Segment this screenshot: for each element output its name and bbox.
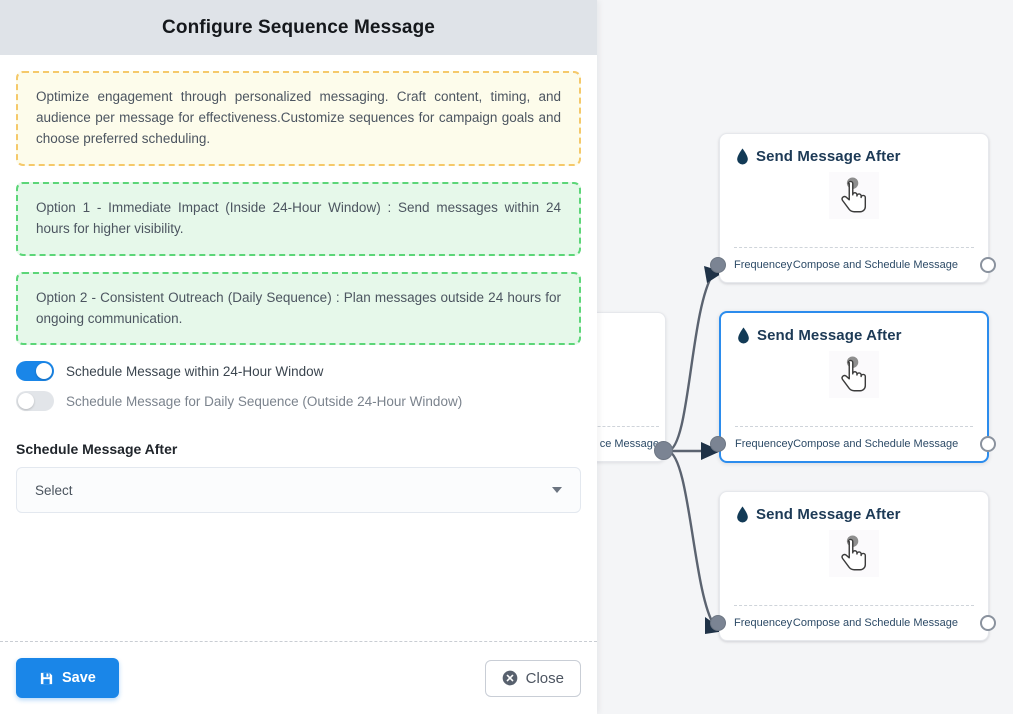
node-frequency-label: Frequencey [735,438,794,450]
node-body: Send Message After [721,313,987,426]
node-footer: Frequencey Compose and Schedule Message [710,606,996,640]
node-source-handle[interactable] [980,436,996,452]
panel-body: Optimize engagement through personalized… [0,55,597,641]
node-target-handle[interactable] [710,615,726,631]
pointing-hand-cursor-icon [841,355,867,391]
toggle-schedule-daily-sequence[interactable] [16,391,54,412]
node-footer: Frequencey Compose and Schedule Message [710,427,996,461]
flow-node-send-message-after-3[interactable]: Send Message After Frequencey Compose an… [710,491,996,641]
node-title-row: Send Message After [737,327,971,344]
node-frequency-label: Frequencey [734,259,793,271]
node-body: Send Message After [720,492,988,605]
toggle-row-within-24h[interactable]: Schedule Message within 24-Hour Window [16,361,581,382]
node-compose-label: Compose and Schedule Message [792,259,958,271]
node-title: Send Message After [756,506,901,523]
node-title: Send Message After [757,327,902,344]
option-2-callout: Option 2 - Consistent Outreach (Daily Se… [16,271,581,346]
panel-header: Configure Sequence Message [0,0,597,55]
node-frequency-label: Frequencey [734,617,793,629]
branch-source-handle[interactable] [654,441,673,460]
pointing-hand-cursor-icon [841,534,867,570]
toggle-knob [18,393,34,410]
chevron-down-icon[interactable] [552,487,562,494]
water-drop-icon [737,148,748,165]
close-button[interactable]: Close [484,659,581,697]
node-footer: Frequencey Compose and Schedule Message [710,248,996,282]
info-callout: Optimize engagement through personalized… [16,71,581,166]
panel-footer: Save Close [0,641,597,714]
toggle-knob [36,363,52,380]
node-compose-label: Compose and Schedule Message [792,617,958,629]
toggle-schedule-within-24h[interactable] [16,361,54,382]
partial-node-footer-label: ce Message [599,438,659,450]
node-divider [734,247,974,248]
configure-sequence-panel: Configure Sequence Message Optimize enga… [0,0,597,714]
node-source-handle[interactable] [980,257,996,273]
node-center-slot [720,172,988,219]
close-button-label: Close [525,669,564,687]
save-button-label: Save [62,670,96,686]
flow-node-send-message-after-2[interactable]: Send Message After Frequencey Compose an… [710,311,996,463]
hand-icon-box [829,172,879,219]
node-title-row: Send Message After [736,506,972,523]
option-1-callout: Option 1 - Immediate Impact (Inside 24-H… [16,181,581,256]
hand-icon-box [829,351,879,398]
toggle-label-within-24h: Schedule Message within 24-Hour Window [66,363,324,379]
water-drop-icon [738,327,749,344]
node-divider [735,426,973,427]
flow-node-send-message-after-1[interactable]: Send Message After Frequencey Compose an… [710,133,996,283]
node-target-handle[interactable] [710,436,726,452]
close-circle-icon [502,670,517,686]
partial-node-divider [583,426,659,427]
node-center-slot [721,351,987,398]
schedule-message-after-label: Schedule Message After [16,441,178,458]
select-value: Select [35,482,73,498]
save-button[interactable]: Save [16,658,119,698]
node-center-slot [720,530,988,577]
node-divider [734,605,974,606]
toggle-label-daily-sequence: Schedule Message for Daily Sequence (Out… [66,393,463,409]
schedule-message-after-select[interactable]: Select [16,467,581,514]
node-title: Send Message After [756,148,901,165]
node-source-handle[interactable] [980,615,996,631]
hand-icon-box [829,530,879,577]
pointing-hand-cursor-icon [841,176,867,212]
save-floppy-icon [40,672,53,684]
node-title-row: Send Message After [736,148,972,165]
toggle-row-daily-sequence[interactable]: Schedule Message for Daily Sequence (Out… [16,391,581,412]
water-drop-icon [737,506,748,523]
node-target-handle[interactable] [710,257,726,273]
page-title: Configure Sequence Message [162,16,435,38]
node-compose-label: Compose and Schedule Message [793,438,959,450]
node-body: Send Message After [720,134,988,247]
